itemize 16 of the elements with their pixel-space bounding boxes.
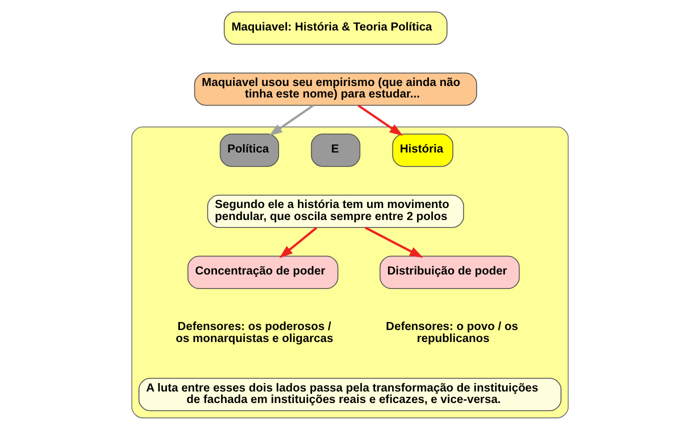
node-box: Concentração de poder [187,256,338,289]
node-box: Distribuição de poder [380,256,520,289]
node-box: E [310,134,360,167]
node-box: Maquiavel usou seu empirismo (que ainda não tinha este nome) para estudar... [194,72,478,106]
arrow [279,226,318,258]
node-box: Maquiavel: História & Teoria Política [224,12,448,45]
node-box: A luta entre esses dois lados passa pela transformação de instituições de fachada em instituições reais e eficazes, e vice-versa. [138,378,562,412]
arrow [268,104,314,136]
arrow [358,104,403,136]
label: Defensores: o povo / os republicanos [386,320,518,345]
arrow [364,226,424,258]
node-box: História [392,134,454,167]
node-box: Segundo ele a história tem um movimento pendular, que oscila sempre entre 2 polos [207,194,464,228]
node-box: Política [220,134,280,167]
cluster [131,126,569,418]
label: Defensores: os poderosos / os monarquistas e oligarcas [176,320,334,345]
